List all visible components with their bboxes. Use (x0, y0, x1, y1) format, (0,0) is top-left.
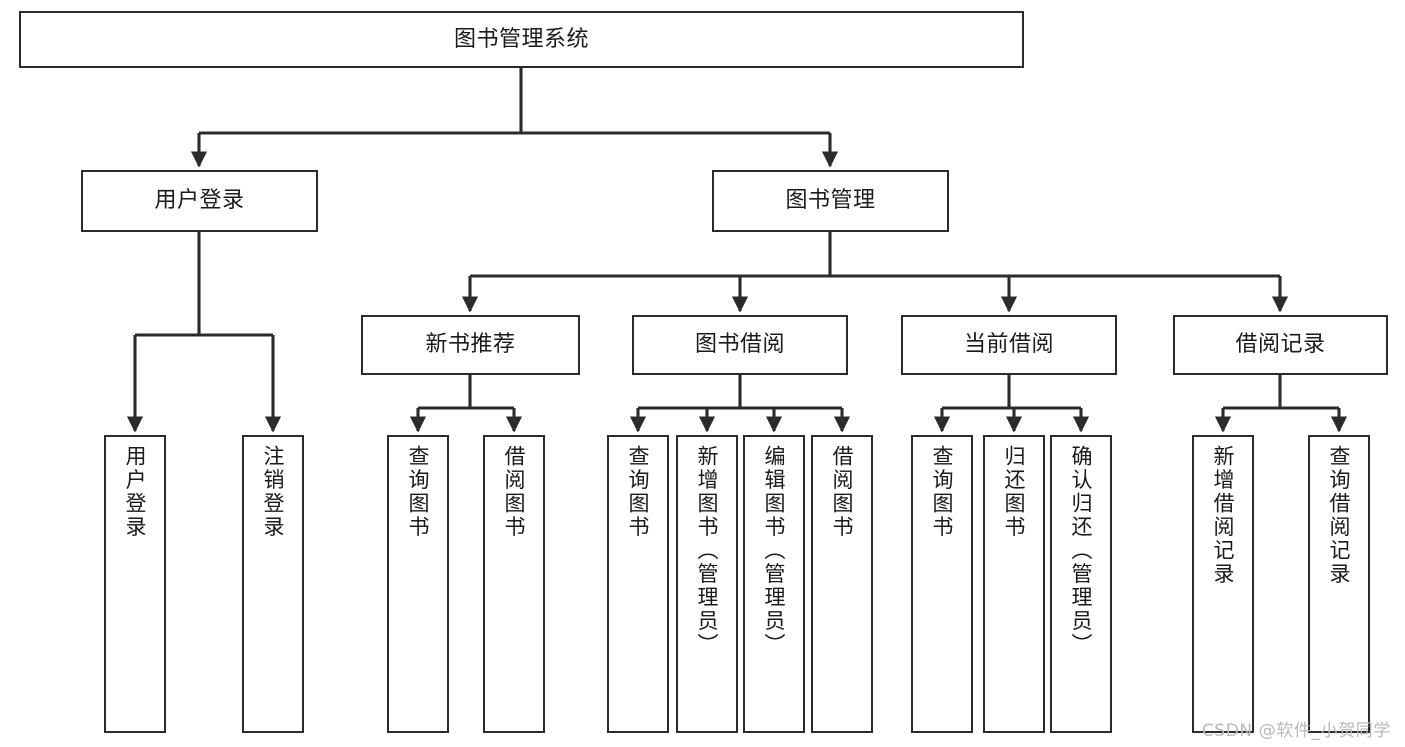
csdn-watermark: CSDN @软件_小贺同学 (1201, 721, 1391, 741)
node-leaf-borrow-book-2[interactable]: 借阅图书 (811, 435, 873, 733)
node-leaf-borrow-book-1-label: 借阅图书 (502, 445, 527, 539)
node-leaf-add-record-label: 新增借阅记录 (1211, 445, 1236, 586)
node-leaf-query-book-3[interactable]: 查询图书 (911, 435, 973, 733)
node-borrow-record[interactable]: 借阅记录 (1173, 315, 1388, 375)
node-root[interactable]: 图书管理系统 (19, 11, 1024, 68)
node-new-book-rec[interactable]: 新书推荐 (361, 315, 580, 375)
node-borrow-record-label: 借阅记录 (1235, 332, 1326, 358)
node-leaf-add-book-label: 新增图书（管理员） (695, 445, 720, 657)
node-root-label: 图书管理系统 (453, 26, 589, 52)
node-leaf-logout[interactable]: 注销登录 (242, 435, 304, 733)
node-leaf-query-book-2-label: 查询图书 (626, 445, 651, 539)
node-book-manage-label: 图书管理 (785, 188, 876, 214)
node-new-book-rec-label: 新书推荐 (425, 332, 516, 358)
node-book-borrow[interactable]: 图书借阅 (632, 315, 848, 375)
node-leaf-return-book-label: 归还图书 (1002, 445, 1027, 539)
node-leaf-edit-book[interactable]: 编辑图书（管理员） (743, 435, 805, 733)
node-user-login[interactable]: 用户登录 (81, 170, 318, 232)
node-leaf-confirm-return[interactable]: 确认归还（管理员） (1050, 435, 1112, 733)
node-leaf-query-book-2[interactable]: 查询图书 (607, 435, 669, 733)
node-leaf-logout-label: 注销登录 (261, 445, 286, 539)
node-leaf-user-login-label: 用户登录 (123, 445, 148, 539)
node-leaf-add-book[interactable]: 新增图书（管理员） (676, 435, 738, 733)
node-user-login-label: 用户登录 (154, 188, 245, 214)
node-leaf-user-login[interactable]: 用户登录 (104, 435, 166, 733)
node-current-borrow-label: 当前借阅 (963, 332, 1054, 358)
node-leaf-return-book[interactable]: 归还图书 (983, 435, 1045, 733)
node-leaf-confirm-return-label: 确认归还（管理员） (1069, 445, 1094, 657)
node-leaf-query-book-1-label: 查询图书 (406, 445, 431, 539)
node-leaf-query-book-1[interactable]: 查询图书 (387, 435, 449, 733)
node-leaf-query-record-label: 查询借阅记录 (1327, 445, 1352, 586)
node-leaf-add-record[interactable]: 新增借阅记录 (1192, 435, 1254, 733)
node-leaf-edit-book-label: 编辑图书（管理员） (762, 445, 787, 657)
node-book-manage[interactable]: 图书管理 (712, 170, 949, 232)
node-book-borrow-label: 图书借阅 (694, 332, 785, 358)
node-leaf-query-book-3-label: 查询图书 (930, 445, 955, 539)
node-leaf-borrow-book-1[interactable]: 借阅图书 (483, 435, 545, 733)
node-leaf-borrow-book-2-label: 借阅图书 (830, 445, 855, 539)
node-current-borrow[interactable]: 当前借阅 (901, 315, 1117, 375)
node-leaf-query-record[interactable]: 查询借阅记录 (1308, 435, 1370, 733)
